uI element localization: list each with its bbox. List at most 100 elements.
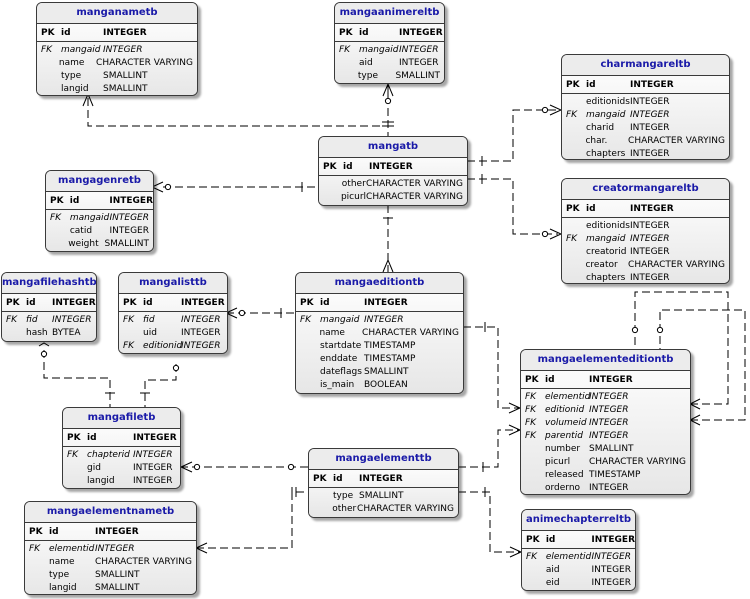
rel-mangaelementeditiontb-self-a bbox=[634, 291, 729, 405]
entity-title: manganametb bbox=[37, 3, 197, 24]
rel-mangaelementtb-animechapterreltb bbox=[458, 491, 521, 553]
rel-mangafilehashtb-mangafiletb bbox=[43, 350, 111, 407]
entity-title: mangalisttb bbox=[119, 273, 227, 294]
entity-title: mangaelementtb bbox=[309, 449, 458, 470]
rel-mangaelementeditiontb-self-b bbox=[659, 309, 746, 421]
rel-mangatb-creatormangareltb bbox=[467, 178, 558, 235]
entity-title: mangaeditiontb bbox=[296, 273, 463, 294]
entity-title: mangaelementeditiontb bbox=[521, 350, 690, 371]
entity-title: charmangareltb bbox=[562, 55, 729, 76]
rel-manganametb-mangatb bbox=[87, 98, 388, 127]
entity-title: mangagenretb bbox=[46, 171, 153, 192]
entity-title: mangaelementnametb bbox=[25, 502, 196, 523]
entity-title: creatormangareltb bbox=[562, 179, 729, 200]
rel-mangaelementtb-mangaelementnametb bbox=[196, 491, 308, 549]
entity-title: mangaanimereltb bbox=[335, 3, 444, 24]
column-row: char.CHARACTER VARYING bbox=[585, 136, 725, 146]
rel-mangalisttb-mangafiletb bbox=[144, 364, 177, 407]
entity-title: animechapterreltb bbox=[522, 510, 635, 531]
entity-title: mangatb bbox=[319, 137, 467, 158]
